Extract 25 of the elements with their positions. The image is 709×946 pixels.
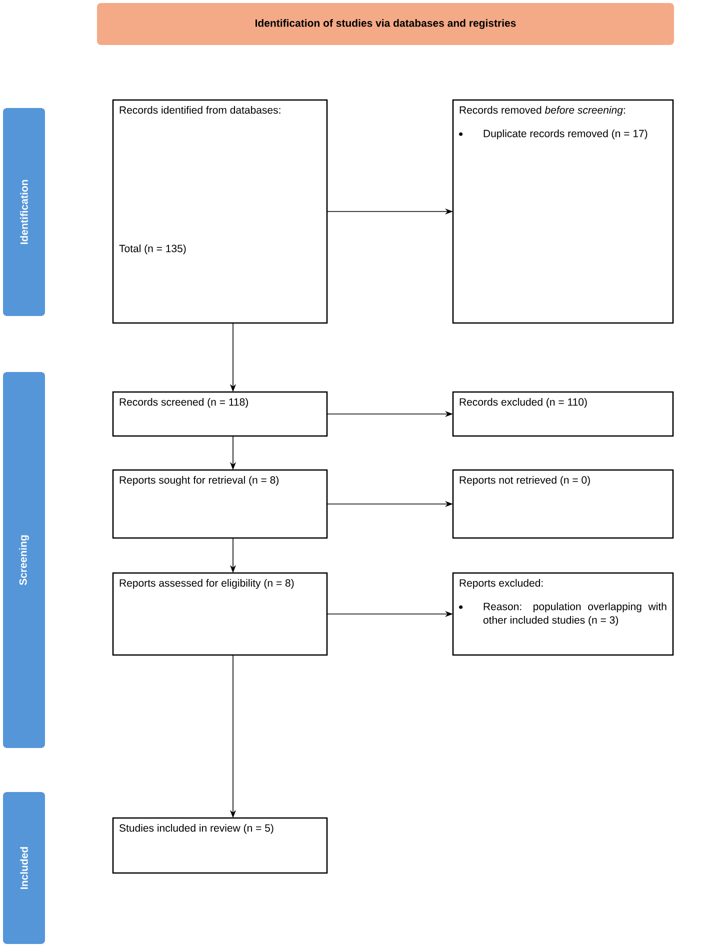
box-text: Reports not retrieved (n = 0) — [460, 476, 590, 486]
process-box — [112, 391, 328, 437]
box-text: Duplicate records removed (n = 17) — [484, 130, 648, 140]
section-header: Identification of studies via databases and registries — [97, 3, 674, 45]
box-text: Reports excluded: — [460, 579, 543, 589]
process-box — [112, 817, 328, 874]
process-box — [452, 99, 674, 324]
box-text: Studies included in review (n = 5) — [119, 824, 274, 834]
process-box — [112, 99, 328, 324]
process-box — [112, 572, 328, 656]
process-box — [452, 572, 674, 656]
box-text: Reports sought for retrieval (n = 8) — [120, 476, 278, 486]
process-box — [112, 469, 328, 539]
box-text: Records removed before screening: — [460, 106, 625, 116]
phase-label: Included — [3, 792, 45, 944]
process-box — [452, 469, 674, 539]
box-text: Records identified from databases: — [120, 106, 280, 114]
box-text: Reason: population overlapping with other included studies (n = 3) — [483, 602, 666, 626]
box-text: Total (n = 135) — [119, 244, 186, 254]
box-text: Records excluded (n = 110) — [460, 398, 587, 408]
box-text: Records screened (n = 118) — [120, 398, 248, 408]
phase-label: Identification — [3, 108, 45, 316]
phase-label: Screening — [3, 372, 45, 748]
box-text: Reports assessed for eligibility (n = 8) — [120, 579, 294, 589]
process-box — [452, 391, 674, 437]
